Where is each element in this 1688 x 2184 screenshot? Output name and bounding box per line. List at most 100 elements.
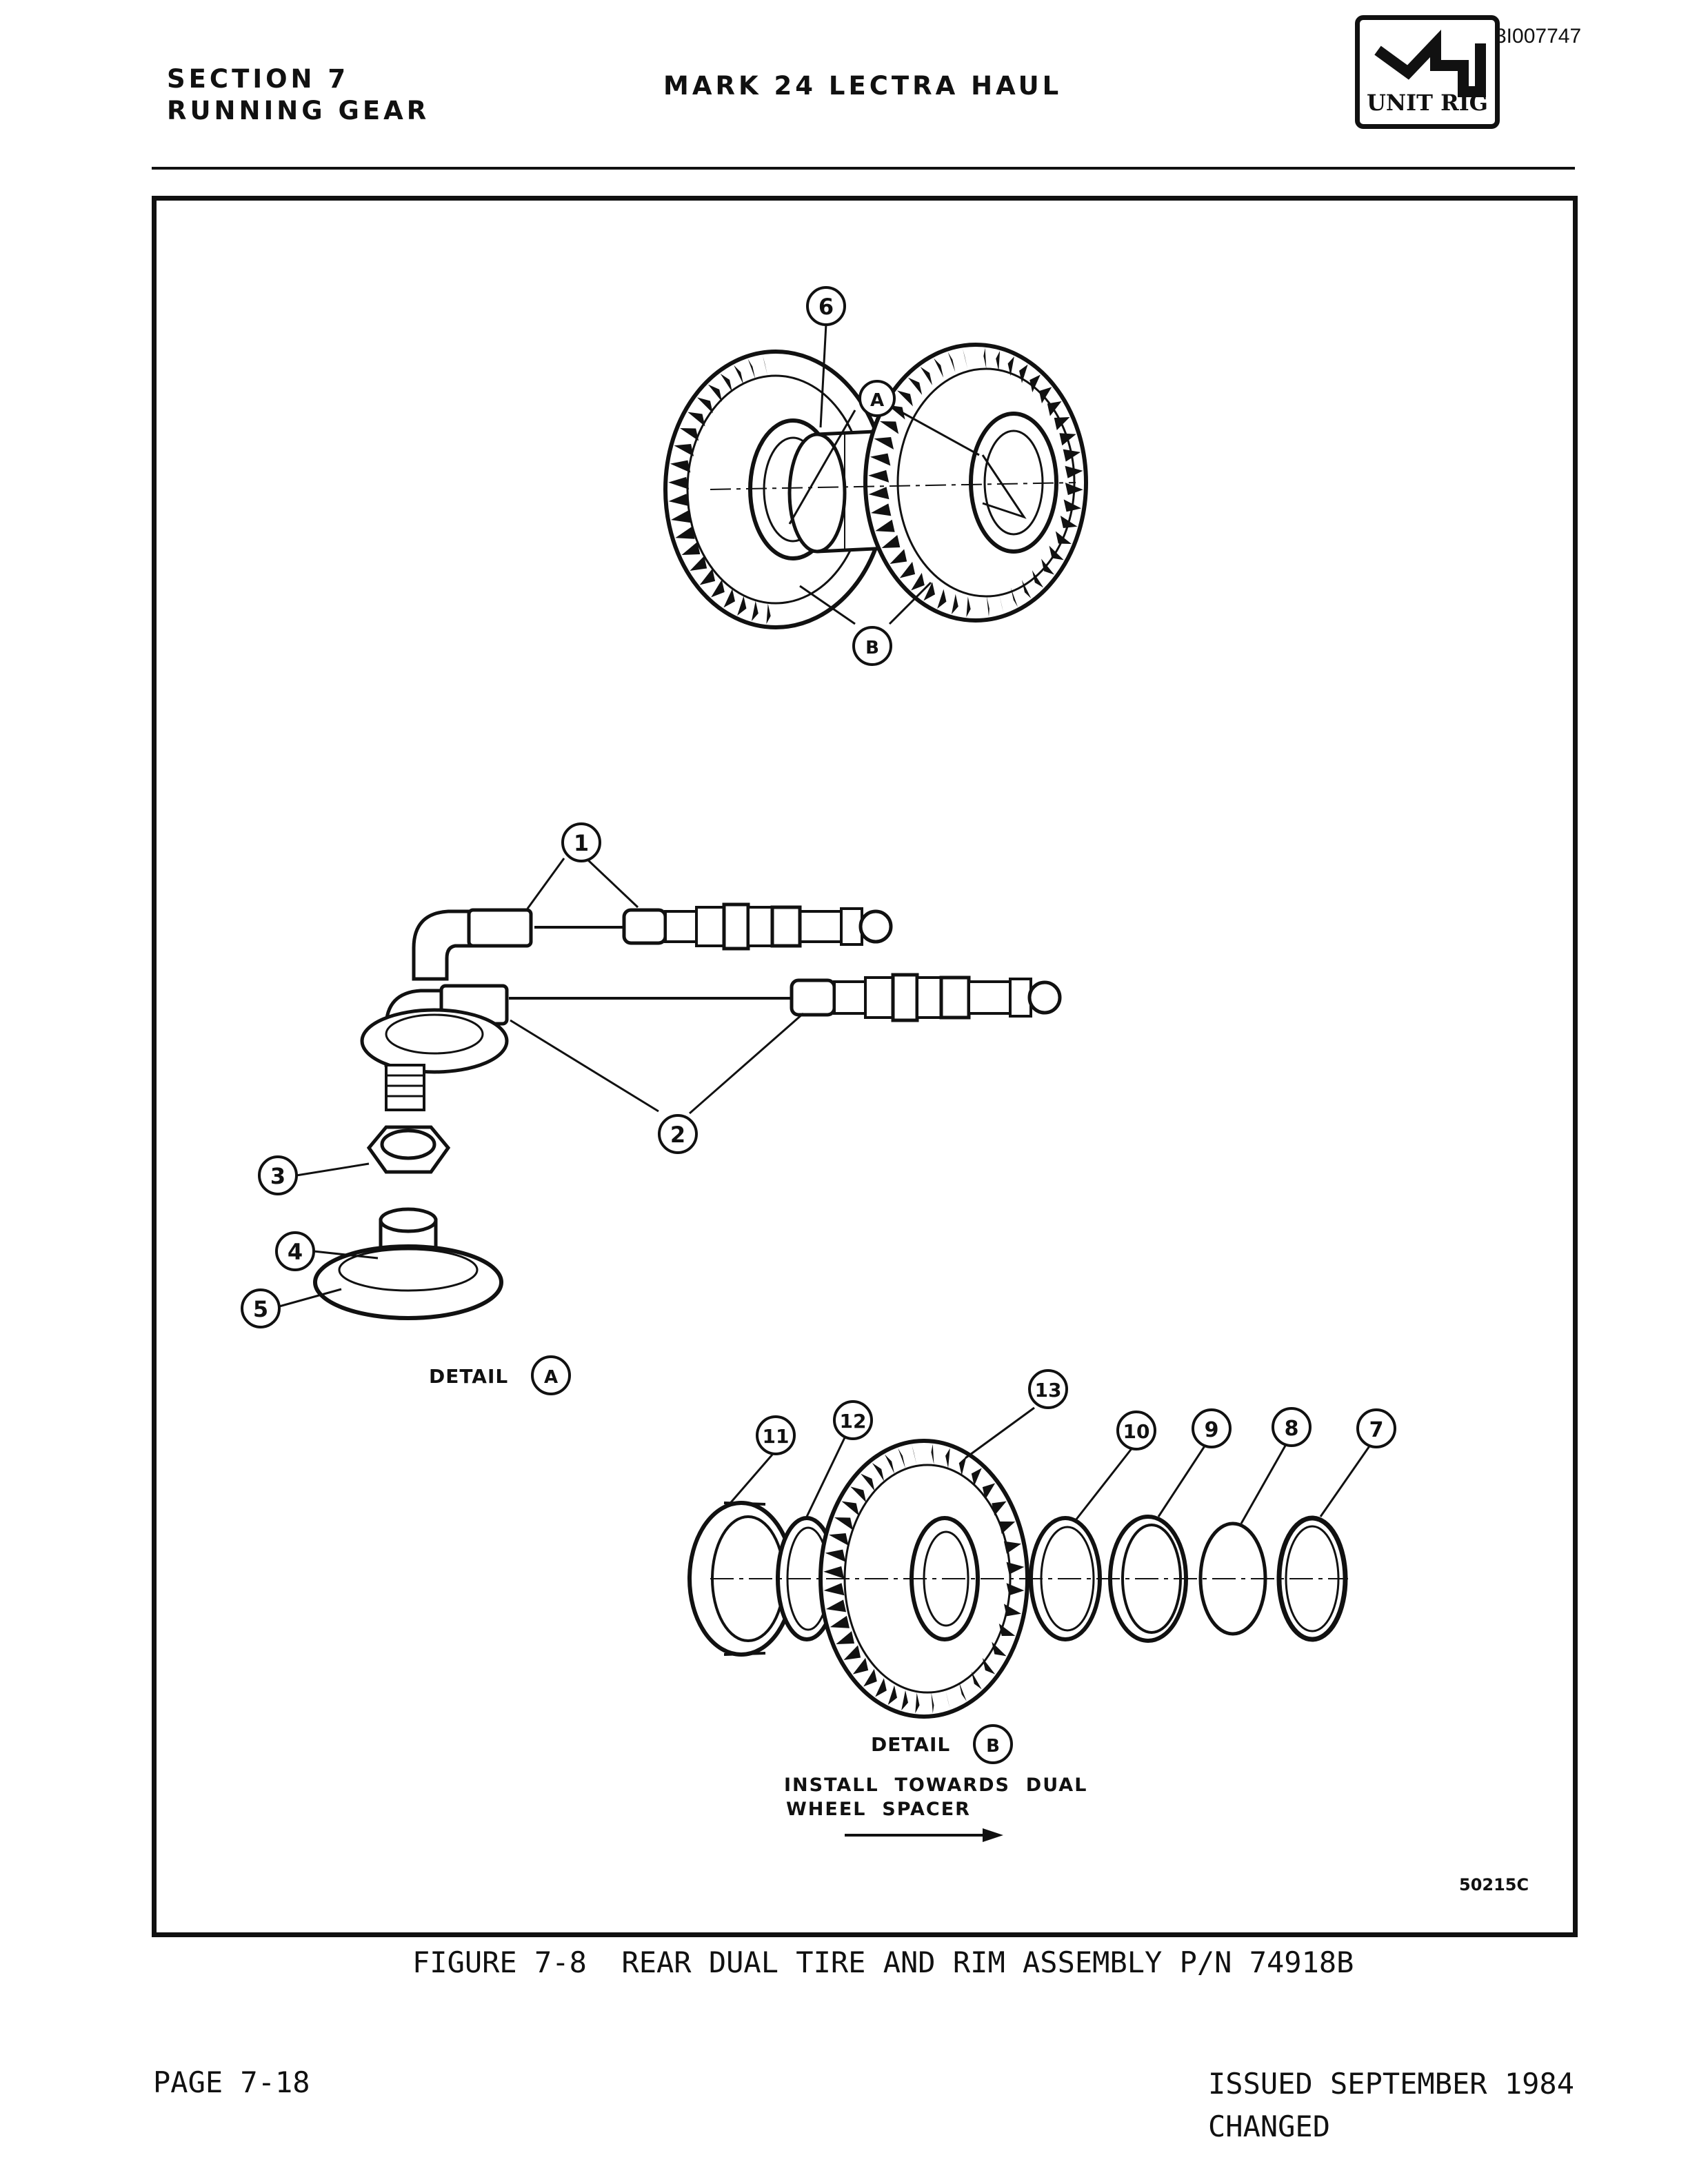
tread-block: [680, 428, 699, 441]
company-logo: UNIT RIG: [1355, 15, 1500, 129]
tread-block: [1021, 580, 1032, 599]
tread-block: [898, 1448, 905, 1468]
tread-block: [834, 1517, 854, 1530]
tread-block: [825, 1549, 846, 1562]
tread-block: [998, 1624, 1016, 1637]
inner-tire-drawing: [663, 350, 888, 629]
outer-tire-drawing: [863, 343, 1088, 623]
callout-10: 10: [1116, 1410, 1156, 1450]
detail-b-label: DETAIL: [871, 1733, 950, 1756]
drawing-number: 50215C: [1459, 1875, 1529, 1894]
tread-block: [751, 600, 758, 621]
tread-block: [674, 443, 694, 456]
tread-block: [870, 453, 891, 466]
tread-block: [958, 1456, 967, 1476]
callout-12-label: 12: [840, 1410, 867, 1433]
tread-block: [890, 549, 907, 564]
tread-block: [852, 1657, 869, 1675]
tread-block: [1006, 1583, 1025, 1596]
tread-block: [711, 579, 725, 598]
tread-block: [823, 1583, 845, 1596]
page-number: PAGE 7-18: [153, 2065, 310, 2099]
tread-block: [896, 390, 913, 407]
callout-4-label: 4: [288, 1239, 303, 1265]
tread-block: [1029, 374, 1041, 393]
callout-b-top: B: [852, 626, 892, 666]
detail-a-marker: A: [531, 1355, 571, 1395]
tread-block: [1049, 545, 1064, 560]
tread-block: [998, 593, 1004, 614]
callout-12: 12: [833, 1400, 873, 1440]
tread-block: [836, 1630, 855, 1645]
callout-a-top-label: A: [870, 390, 884, 411]
tread-block: [861, 1473, 875, 1491]
tread-block: [945, 1448, 950, 1468]
tread-block: [687, 412, 705, 427]
tread-block: [875, 519, 895, 532]
tread-block: [868, 469, 890, 483]
tread-block: [1003, 1604, 1022, 1617]
tread-block: [931, 1692, 934, 1714]
tread-block: [951, 594, 958, 614]
tread-block: [825, 1599, 847, 1612]
tread-block: [899, 561, 916, 578]
tread-block: [982, 1657, 996, 1675]
detail-b-id: B: [986, 1736, 1000, 1757]
callout-7: 7: [1356, 1408, 1396, 1448]
tread-block: [947, 352, 956, 372]
callout-13-label: 13: [1035, 1379, 1062, 1402]
tread-block: [992, 1641, 1007, 1657]
callout-6: 6: [806, 286, 846, 326]
tread-block: [1007, 356, 1014, 376]
tread-block: [1006, 1561, 1025, 1575]
logo-mark-icon: [1374, 30, 1486, 97]
tread-block: [996, 351, 1001, 372]
tread-block: [958, 1681, 967, 1701]
callout-5: 5: [241, 1288, 281, 1328]
tread-block: [863, 1668, 877, 1687]
tread-block: [1060, 516, 1078, 529]
tread-block: [912, 1444, 917, 1466]
callout-a-top: A: [858, 380, 896, 417]
tread-block: [911, 572, 925, 591]
callout-7-label: 7: [1369, 1418, 1384, 1442]
tread-block: [1055, 531, 1072, 544]
tread-block: [1065, 465, 1083, 478]
tread-block: [986, 596, 989, 617]
tread-block: [945, 1689, 950, 1710]
tread-block: [1054, 416, 1070, 431]
tread-block: [983, 347, 987, 369]
document-id: 3I007747: [1495, 25, 1582, 48]
tread-block: [747, 358, 756, 379]
figure-frame: [152, 196, 1578, 1937]
install-direction-arrow-icon: [845, 1828, 1003, 1842]
tread-block: [737, 596, 747, 616]
figure-caption: FIGURE 7-8 REAR DUAL TIRE AND RIM ASSEMB…: [412, 1945, 1354, 1979]
callout-8: 8: [1272, 1407, 1312, 1447]
changed-label: CHANGED: [1208, 2110, 1331, 2143]
tread-block: [675, 526, 695, 539]
callout-10-label: 10: [1123, 1420, 1150, 1443]
tread-block: [971, 1671, 982, 1690]
tread-block: [843, 1645, 861, 1660]
tread-block: [915, 1692, 920, 1714]
tread-block: [923, 582, 935, 601]
tread-block: [868, 487, 890, 500]
tread-block: [907, 377, 923, 395]
callout-9: 9: [1192, 1408, 1232, 1448]
detail-a-id: A: [544, 1367, 558, 1388]
tread-block: [971, 1468, 982, 1486]
tread-block: [699, 568, 716, 585]
tread-block: [1019, 364, 1028, 383]
dual-tire-assembly-drawing: [663, 323, 1088, 629]
tread-block: [872, 1462, 885, 1482]
callout-11-label: 11: [763, 1425, 790, 1448]
section-number: SECTION 7: [167, 64, 350, 94]
tread-block: [875, 1678, 887, 1697]
tread-block: [1059, 433, 1076, 446]
tread-block: [982, 1483, 996, 1500]
callout-3-label: 3: [270, 1163, 285, 1189]
tread-block: [870, 503, 892, 516]
tread-block: [1038, 387, 1052, 404]
tread-block: [1010, 587, 1018, 607]
